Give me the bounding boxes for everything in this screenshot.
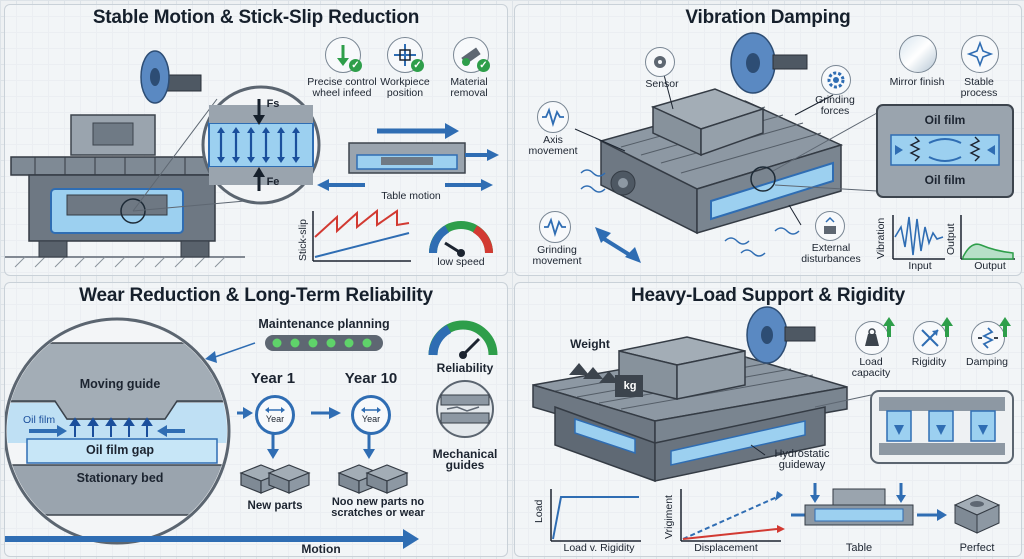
input-label: Input — [908, 260, 932, 272]
new-parts-label: New parts — [247, 500, 303, 512]
year-1-badge: Year — [255, 395, 295, 435]
damping-icon — [971, 321, 1005, 355]
vibration-drawing — [574, 32, 1015, 263]
check-icon: ✓ — [411, 59, 424, 72]
wave-icon — [537, 101, 569, 133]
sensor-icon — [645, 47, 675, 77]
load-v-rigidity-label: Load v. Rigidity — [563, 542, 635, 554]
panel-stable-motion: Stable Motion & Stick-Slip Reduction ✓ ✓… — [4, 4, 508, 276]
no-new-parts-label: Noo new parts no scratches or wear — [331, 496, 425, 519]
sparkle-icon — [961, 35, 999, 73]
stable-motion-title: Stable Motion & Stick-Slip Reduction — [92, 7, 420, 28]
stationary-bed-label: Stationary bed — [76, 471, 164, 485]
external-disturbances-label: External disturbances — [801, 242, 861, 265]
material-removal-label: Material removal — [450, 76, 488, 99]
oil-film-top-label: Oil film — [924, 113, 966, 127]
moving-guide-label: Moving guide — [79, 377, 161, 391]
rigidity-label: Rigidity — [911, 356, 947, 368]
weight-label: Weight — [570, 337, 610, 351]
vrigiment-axis-label: Vrigiment — [663, 495, 675, 539]
check-icon: ✓ — [477, 59, 490, 72]
vibration-title: Vibration Damping — [685, 7, 851, 28]
force-fs-label: Fs — [266, 98, 280, 110]
kg-label: kg — [623, 380, 637, 392]
table-label: Table — [845, 542, 873, 554]
vibration-axis-label: Vibration — [875, 217, 887, 259]
gear-icon — [821, 65, 851, 95]
motion-label: Motion — [301, 542, 341, 556]
heavy-load-title: Heavy-Load Support & Rigidity — [631, 285, 905, 306]
hydrostatic-guideway-label: Hydrostatic guideway — [774, 448, 830, 471]
wear-drawing — [5, 317, 498, 549]
up-arrow-icon — [941, 317, 953, 337]
stable-process-label: Stable process — [960, 76, 998, 99]
load-axis-label: Load — [533, 499, 545, 523]
oil-film-bottom-label: Oil film — [924, 173, 966, 187]
up-arrow-icon — [999, 317, 1011, 337]
heavy-load-drawing — [532, 306, 1014, 542]
displacement-label: Displacement — [694, 542, 758, 554]
panel-vibration-damping: Vibration Damping Sensor Axis movement G… — [514, 4, 1022, 276]
oil-film-gap-label: Oil film gap — [85, 443, 155, 457]
disturbance-icon — [815, 211, 845, 241]
load-capacity-label: Load capacity — [851, 356, 891, 379]
mirror-icon — [899, 35, 937, 73]
grinding-forces-label: Grinding forces — [815, 94, 855, 117]
load-weight-icon — [855, 321, 889, 355]
axis-movement-label: Axis movement — [528, 134, 578, 157]
precise-control-label: Precise control wheel infeed — [307, 76, 377, 99]
mirror-finish-label: Mirror finish — [889, 76, 945, 88]
year-badge-text: Year — [265, 414, 285, 424]
grinding-wheel — [140, 50, 202, 104]
mechanical-guides-label: Mechanical guides — [432, 447, 498, 472]
low-speed-label: low speed — [437, 256, 485, 268]
year-10-badge: Year — [351, 395, 391, 435]
year-10-label: Year 10 — [344, 370, 398, 387]
sensor-label: Sensor — [645, 78, 679, 90]
grinding-movement-label: Grinding movement — [532, 244, 582, 267]
check-icon: ✓ — [349, 59, 362, 72]
rigidity-icon — [913, 321, 947, 355]
perfect-label: Perfect — [959, 542, 995, 554]
stick-slip-axis-label: Stick-slip — [297, 218, 309, 261]
output-label: Output — [974, 260, 1006, 272]
table-motion-label: Table motion — [381, 190, 441, 202]
oil-film-label: Oil film — [23, 414, 56, 426]
panel-wear-reduction: Wear Reduction & Long-Term Reliability M… — [4, 282, 508, 557]
damping-label: Damping — [965, 356, 1009, 368]
up-arrow-icon — [883, 317, 895, 337]
reliability-label: Reliability — [436, 361, 494, 375]
wave-icon — [539, 211, 571, 243]
stable-motion-drawing — [5, 50, 499, 268]
output-axis-label: Output — [945, 223, 957, 255]
wear-title: Wear Reduction & Long-Term Reliability — [79, 285, 433, 306]
force-fe-label: Fe — [266, 176, 280, 188]
year-1-label: Year 1 — [250, 370, 296, 387]
maintenance-planning-label: Maintenance planning — [258, 317, 390, 331]
panel-heavy-load: Heavy-Load Support & Rigidity Weight kg … — [514, 282, 1022, 557]
workpiece-position-label: Workpiece position — [380, 76, 430, 99]
year-badge-text: Year — [361, 414, 381, 424]
